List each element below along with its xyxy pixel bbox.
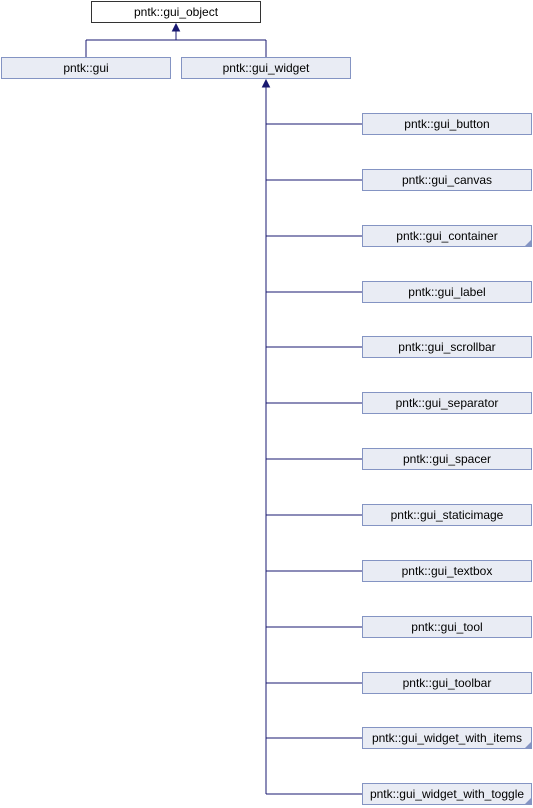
node-label: pntk::gui_staticimage <box>390 508 504 522</box>
node-label: pntk::gui_button <box>404 117 490 131</box>
node-gui-label[interactable]: pntk::gui_label <box>362 281 532 303</box>
more-derived-icon <box>525 798 531 804</box>
node-gui-toolbar[interactable]: pntk::gui_toolbar <box>362 672 532 694</box>
node-label: pntk::gui_scrollbar <box>398 340 496 354</box>
node-gui-spacer[interactable]: pntk::gui_spacer <box>362 448 532 470</box>
node-gui-widget[interactable]: pntk::gui_widget <box>181 57 351 79</box>
node-label: pntk::gui_tool <box>411 620 483 634</box>
node-label: pntk::gui_label <box>408 285 486 299</box>
node-gui-object: pntk::gui_object <box>91 1 261 23</box>
node-label: pntk::gui_toolbar <box>402 676 492 690</box>
node-label: pntk::gui_spacer <box>402 452 492 466</box>
node-gui[interactable]: pntk::gui <box>1 57 171 79</box>
node-label: pntk::gui_container <box>396 229 498 243</box>
arrow-to-gui-widget <box>261 78 271 88</box>
node-gui-button[interactable]: pntk::gui_button <box>362 113 532 135</box>
node-label: pntk::gui_widget_with_toggle <box>369 787 525 801</box>
node-gui-scrollbar[interactable]: pntk::gui_scrollbar <box>362 336 532 358</box>
node-gui-textbox[interactable]: pntk::gui_textbox <box>362 560 532 582</box>
node-gui-widget-with-items[interactable]: pntk::gui_widget_with_items <box>362 727 532 749</box>
node-label: pntk::gui_separator <box>395 396 499 410</box>
node-label: pntk::gui_textbox <box>401 564 493 578</box>
arrow-to-gui-object <box>171 22 181 32</box>
node-label: pntk::gui_widget_with_items <box>371 731 523 745</box>
node-gui-staticimage[interactable]: pntk::gui_staticimage <box>362 504 532 526</box>
more-derived-icon <box>525 742 531 748</box>
node-gui-separator[interactable]: pntk::gui_separator <box>362 392 532 414</box>
node-label: pntk::gui_canvas <box>401 173 493 187</box>
node-gui-widget-with-toggle[interactable]: pntk::gui_widget_with_toggle <box>362 783 532 805</box>
more-derived-icon <box>525 240 531 246</box>
node-gui-canvas[interactable]: pntk::gui_canvas <box>362 169 532 191</box>
node-gui-tool[interactable]: pntk::gui_tool <box>362 616 532 638</box>
node-gui-container[interactable]: pntk::gui_container <box>362 225 532 247</box>
